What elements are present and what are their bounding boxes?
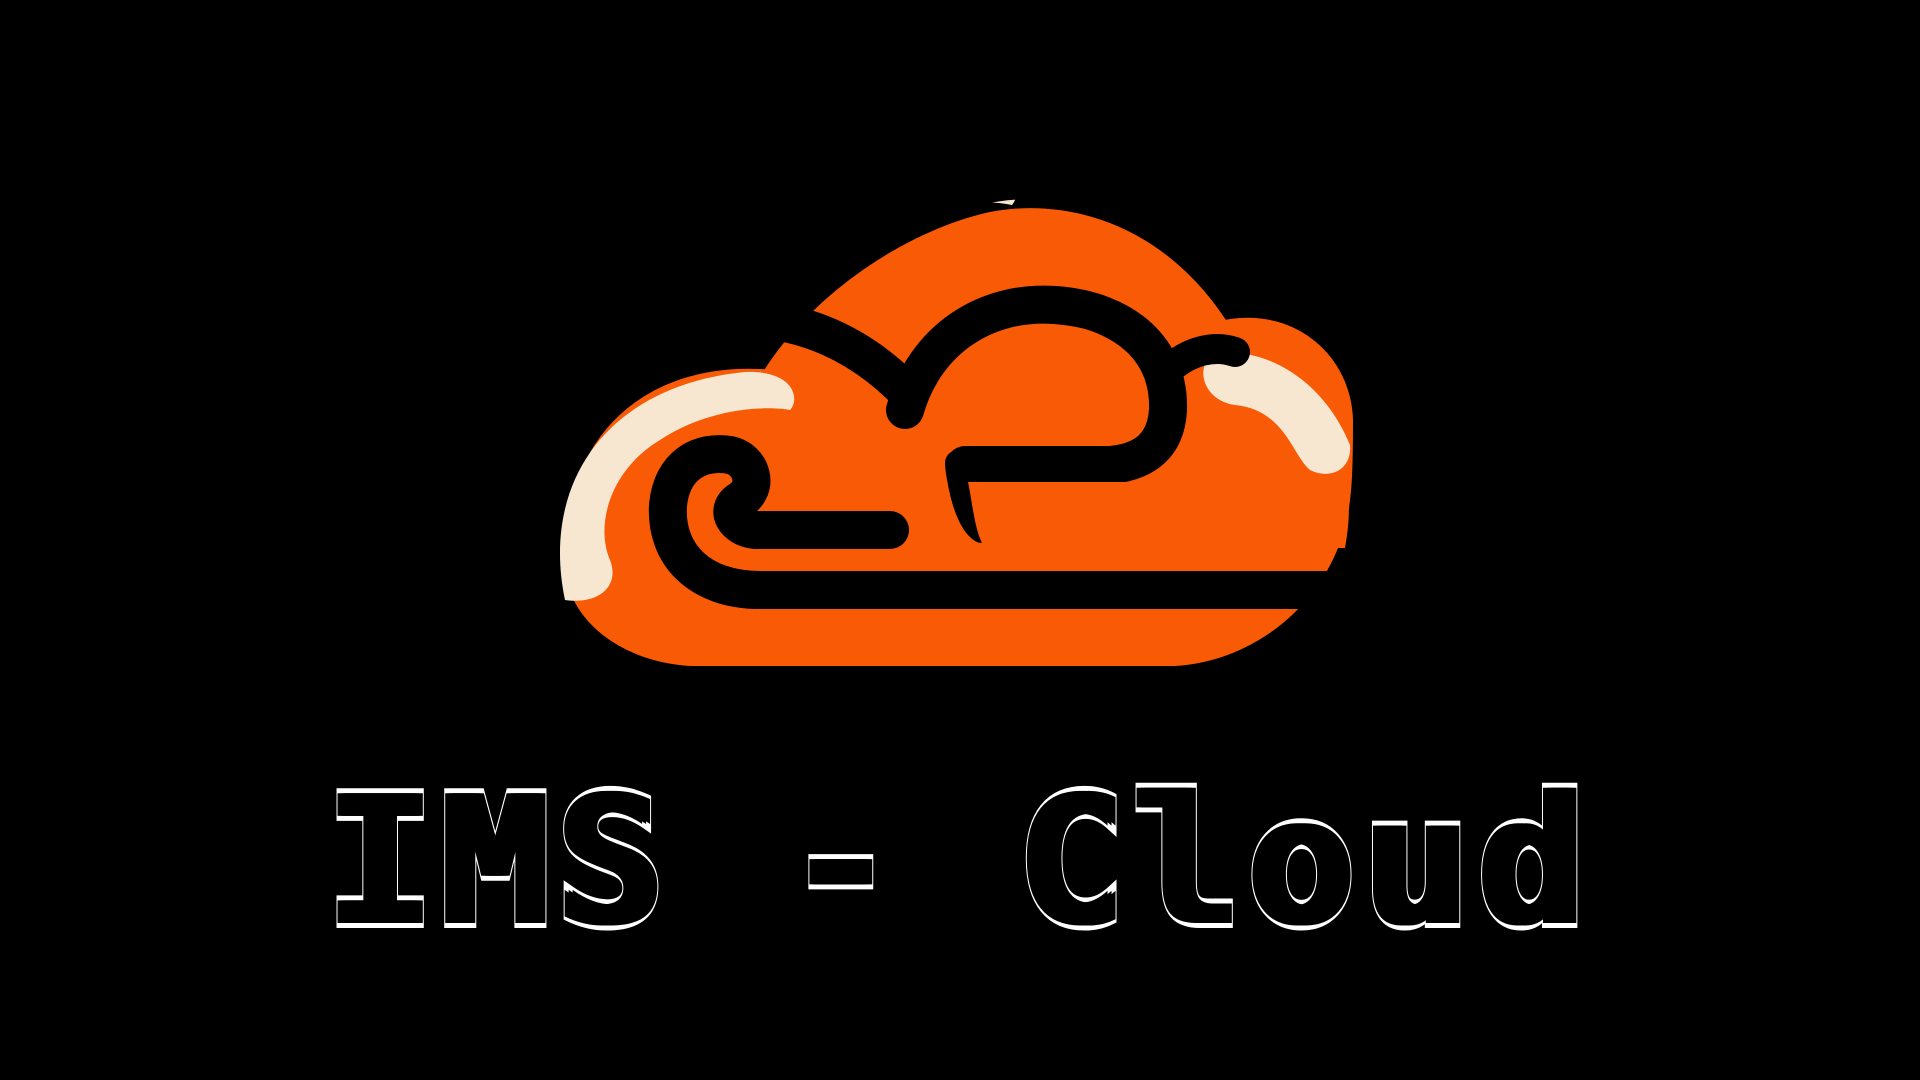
brand-name: IMS - Cloud bbox=[322, 758, 1594, 965]
wordmark: IMS - Cloud bbox=[0, 752, 1920, 972]
